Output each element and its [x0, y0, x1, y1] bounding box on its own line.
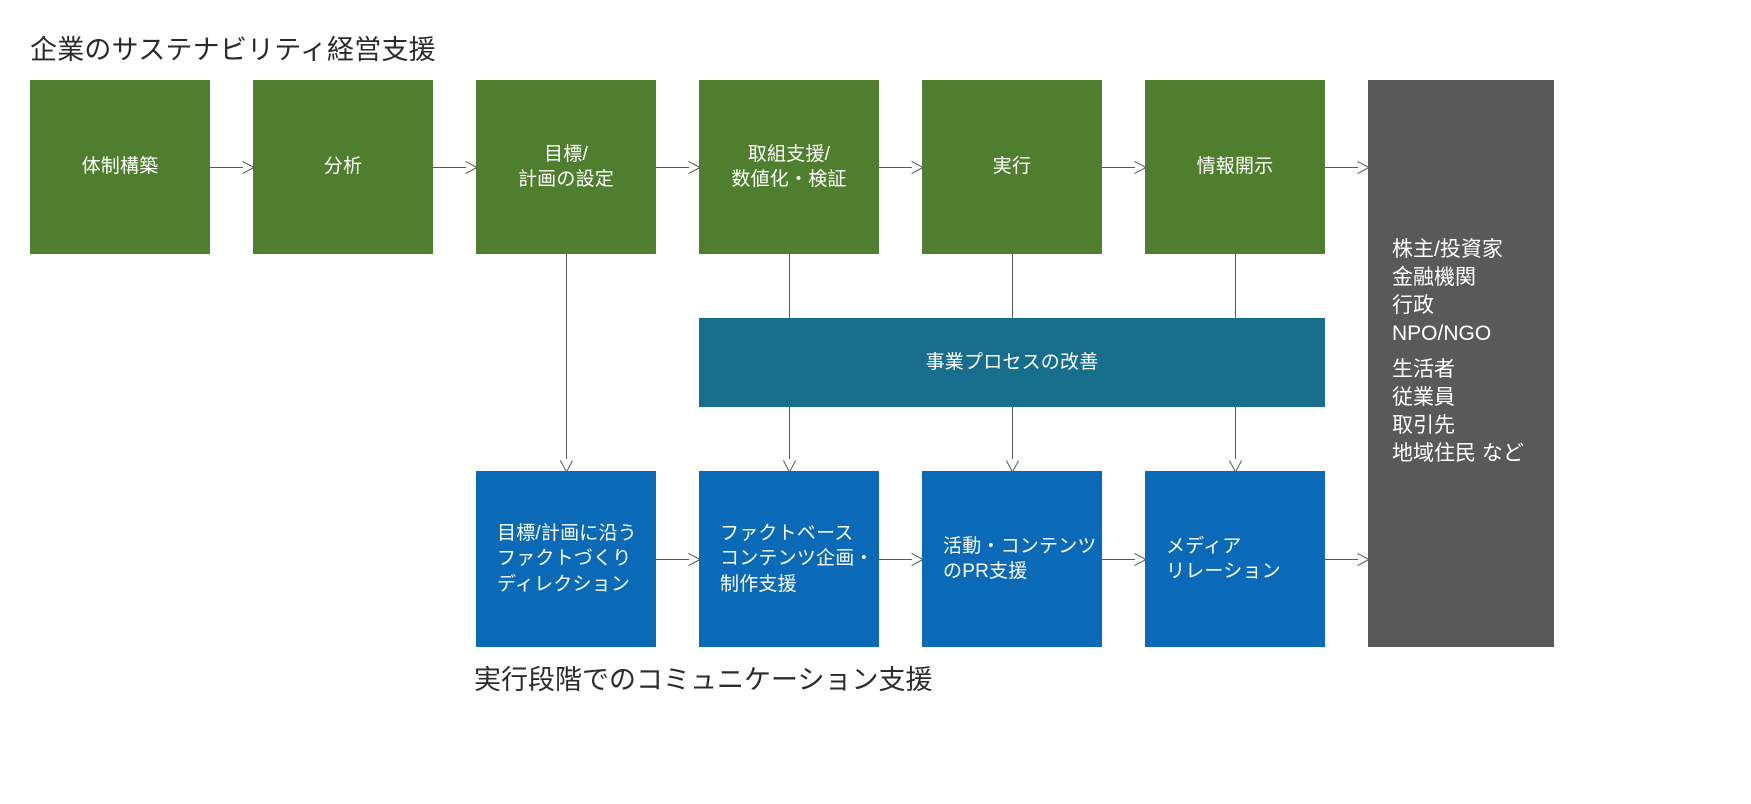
communication-step-3-label: 活動・コンテンツ のPR支援 [943, 535, 1097, 582]
communication-step-2-label: ファクトベース コンテンツ企画・ 制作支援 [720, 522, 874, 595]
process-step-5[interactable]: 実行 [922, 80, 1102, 254]
section-caption: 実行段階でのコミュニケーション支援 [474, 665, 933, 695]
connector-improvement-comm2 [789, 407, 790, 459]
connector-step5-step6 [1102, 167, 1135, 168]
improvement-bar-label: 事業プロセスの改善 [925, 351, 1099, 373]
process-step-6[interactable]: 情報開示 [1145, 80, 1325, 254]
process-step-4-label: 取組支援/ 数値化・検証 [731, 143, 847, 190]
connector-step6-stakeholders [1325, 167, 1358, 168]
connector-comm2-comm3 [879, 559, 912, 560]
process-step-3-label: 目標/ 計画の設定 [517, 143, 614, 190]
connector-comm1-comm2 [656, 559, 689, 560]
process-step-1[interactable]: 体制構築 [30, 80, 210, 254]
process-step-5-label: 実行 [992, 156, 1032, 178]
connector-step2-step3 [433, 167, 466, 168]
process-step-2[interactable]: 分析 [253, 80, 433, 254]
communication-step-4[interactable]: メディア リレーション [1145, 471, 1325, 647]
process-step-3[interactable]: 目標/ 計画の設定 [476, 80, 656, 254]
stakeholders-group-b: 生活者 従業員 取引先 地域住民 など [1392, 358, 1524, 465]
process-step-6-label: 情報開示 [1196, 156, 1274, 178]
connector-step4-step5 [879, 167, 912, 168]
process-step-2-label: 分析 [323, 156, 363, 178]
connector-comm4-stakeholders [1325, 559, 1358, 560]
stakeholders-group-a: 株主/投資家 金融機関 行政 NPO/NGO [1392, 238, 1503, 345]
process-step-4[interactable]: 取組支援/ 数値化・検証 [699, 80, 879, 254]
connector-improvement-comm4 [1235, 407, 1236, 459]
connector-step3-step4 [656, 167, 689, 168]
connector-comm3-comm4 [1102, 559, 1135, 560]
connector-improvement-comm3 [1012, 407, 1013, 459]
connector-step4-improvement [789, 254, 790, 318]
communication-step-2[interactable]: ファクトベース コンテンツ企画・ 制作支援 [699, 471, 879, 647]
stakeholders-panel[interactable] [1368, 80, 1554, 647]
connector-step3-comm1 [566, 254, 567, 459]
process-step-1-label: 体制構築 [81, 156, 159, 178]
page-title: 企業のサステナビリティ経営支援 [30, 35, 436, 65]
connector-step5-improvement [1012, 254, 1013, 318]
communication-step-3[interactable]: 活動・コンテンツ のPR支援 [922, 471, 1102, 647]
communication-step-4-label: メディア リレーション [1166, 535, 1281, 582]
connector-step1-step2 [210, 167, 243, 168]
communication-step-1-label: 目標/計画に沿う ファクトづくり ディレクション [497, 522, 637, 595]
connector-step6-improvement [1235, 254, 1236, 318]
communication-step-1[interactable]: 目標/計画に沿う ファクトづくり ディレクション [476, 471, 656, 647]
improvement-bar[interactable]: 事業プロセスの改善 [699, 318, 1325, 407]
